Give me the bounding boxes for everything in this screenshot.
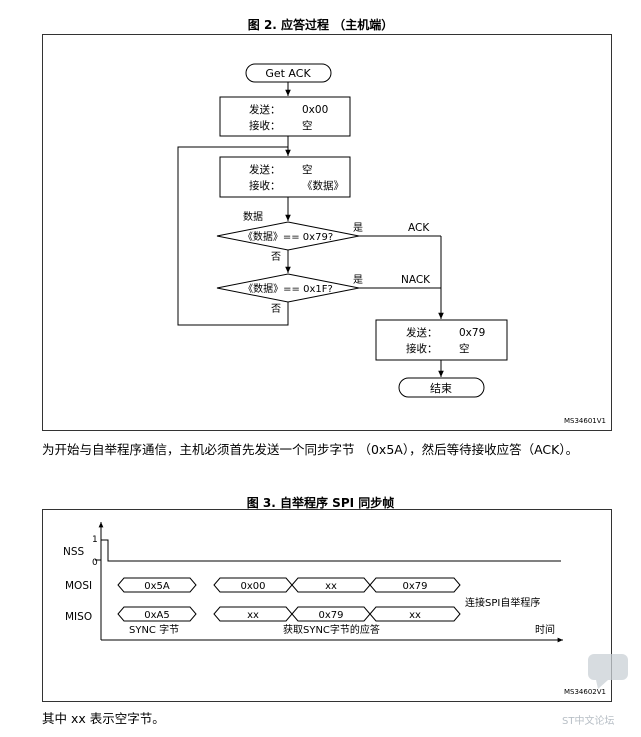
- box3-recv-value: 空: [459, 342, 470, 355]
- box1-send-value: 0x00: [302, 104, 328, 116]
- mosi-value-1: 0x5A: [144, 581, 170, 592]
- box2-recv-value: 《数据》: [302, 179, 344, 192]
- mosi-value-2: 0x00: [240, 581, 265, 592]
- miso-label: MISO: [65, 611, 92, 623]
- process-box-1: [219, 96, 351, 137]
- figure2-code: MS34601V1: [564, 417, 606, 425]
- flowchart-diagram: Get ACK 发送： 0x00 接收： 空 发送： 空 接收： 《数据》 数据…: [177, 63, 606, 425]
- loop-back-path: [177, 146, 289, 326]
- sync-byte-label: SYNC 字节: [129, 623, 179, 636]
- ack-label: ACK: [408, 222, 430, 234]
- mosi-byte-4: [369, 577, 461, 593]
- miso-byte-4: [369, 606, 461, 622]
- miso-value-2: xx: [247, 610, 259, 621]
- watermark-text: ST中文论坛: [562, 716, 615, 727]
- start-label: Get ACK: [265, 67, 311, 80]
- nss-level-low: 0: [92, 558, 98, 568]
- box3-send-label: 发送：: [406, 326, 438, 339]
- intro-paragraph: 为开始与自举程序通信，主机必须首先发送一个同步字节 （0x5A），然后等待接收应…: [42, 442, 579, 457]
- decision1-label: 《数据》== 0x79?: [243, 230, 333, 243]
- forum-logo-icon: [586, 652, 634, 692]
- sync-response-label: 获取SYNC字节的应答: [283, 623, 380, 636]
- figure3-title: 图 3. 自举程序 SPI 同步帧: [246, 496, 395, 510]
- mosi-value-3: xx: [325, 581, 337, 592]
- mosi-value-4: 0x79: [402, 581, 427, 592]
- box2-recv-label: 接收：: [249, 179, 281, 192]
- decision1-yes-label: 是: [353, 222, 363, 234]
- process-box-2: [219, 156, 351, 198]
- nss-level-high: 1: [92, 535, 98, 545]
- data-label: 数据: [243, 210, 263, 223]
- figure2-title: 图 2. 应答过程 （主机端）: [247, 18, 394, 32]
- connect-spi-note: 连接SPI自举程序: [465, 596, 540, 609]
- figure3-code: MS34602V1: [564, 688, 606, 696]
- nack-label: NACK: [401, 274, 431, 286]
- box3-send-value: 0x79: [459, 327, 485, 339]
- box2-send-value: 空: [302, 163, 313, 176]
- box1-recv-label: 接收：: [249, 119, 281, 132]
- decision2-yes-label: 是: [353, 274, 363, 286]
- mosi-label: MOSI: [65, 580, 92, 592]
- nss-waveform: [101, 539, 561, 562]
- spi-frame-panel: NSS 1 0 MOSI 0x5A 0x00 xx 0x79 MISO 0xA5…: [42, 509, 612, 702]
- flowchart-panel: Get ACK 发送： 0x00 接收： 空 发送： 空 接收： 《数据》 数据…: [42, 34, 612, 431]
- footnote-paragraph: 其中 xx 表示空字节。: [42, 711, 165, 726]
- decision1-no-label: 否: [271, 251, 281, 263]
- miso-value-4: xx: [409, 610, 421, 621]
- miso-byte-1: [117, 606, 197, 622]
- end-terminator: [398, 377, 485, 398]
- end-label: 结束: [430, 382, 452, 395]
- time-label: 时间: [535, 623, 555, 636]
- miso-value-3: 0x79: [318, 610, 343, 621]
- box1-send-label: 发送：: [249, 103, 281, 116]
- box1-recv-value: 空: [302, 119, 313, 132]
- box2-send-label: 发送：: [249, 163, 281, 176]
- mosi-byte-1: [117, 577, 197, 593]
- decision2-no-label: 否: [271, 303, 281, 315]
- miso-value-1: 0xA5: [144, 610, 169, 621]
- process-box-3: [375, 319, 508, 361]
- box3-recv-label: 接收：: [406, 342, 438, 355]
- decision2-label: 《数据》== 0x1F?: [243, 282, 333, 295]
- nss-label: NSS: [63, 546, 85, 558]
- spi-timing-diagram: NSS 1 0 MOSI 0x5A 0x00 xx 0x79 MISO 0xA5…: [63, 522, 606, 696]
